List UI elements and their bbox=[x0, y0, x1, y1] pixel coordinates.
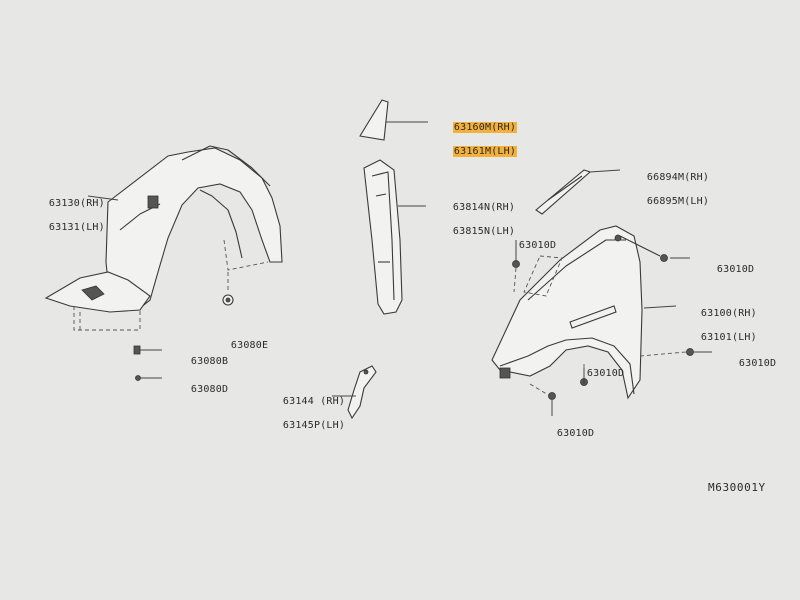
callout-63100: 63100(RH) 63101(LH) bbox=[676, 296, 757, 356]
callout-63144: 63144 (RH) 63145P(LH) bbox=[258, 384, 345, 444]
callout-line-2: 63101(LH) bbox=[700, 332, 757, 343]
callout-line-1: 66894M(RH) bbox=[646, 172, 710, 183]
callout-line-1: 63130(RH) bbox=[48, 198, 105, 209]
callout-line-2: 63131(LH) bbox=[48, 222, 105, 233]
callout-63010D-right-lower: 63010D bbox=[714, 346, 776, 382]
triangle-trim-part bbox=[359, 99, 428, 141]
callout-63010D-right-upper: 63010D bbox=[692, 252, 754, 288]
callout-line-2: 63145P(LH) bbox=[282, 420, 346, 431]
callout-63010D-top: 63010D bbox=[494, 228, 556, 264]
front-fender-part bbox=[491, 225, 712, 416]
callout-line-1: 63010D bbox=[556, 428, 595, 439]
callout-line-1: 63814N(RH) bbox=[452, 202, 516, 213]
callout-line-2: 63161M(LH) bbox=[452, 146, 518, 157]
callout-63814N: 63814N(RH) 63815N(LH) bbox=[428, 190, 515, 250]
fender-seal-part bbox=[363, 159, 426, 315]
callout-line-1: 63100(RH) bbox=[700, 308, 757, 319]
callout-63080B: 63080B bbox=[166, 344, 228, 380]
callout-63080E: 63080E bbox=[206, 328, 268, 364]
callout-line-1: 63080D bbox=[190, 384, 229, 395]
moulding-strip-part bbox=[535, 169, 621, 215]
callout-line-1: 63080B bbox=[190, 356, 229, 367]
callout-line-1: 63010D bbox=[716, 264, 755, 275]
bracket-part bbox=[332, 365, 377, 420]
callout-line-1: 63080E bbox=[230, 340, 269, 351]
callout-line-2: 66895M(LH) bbox=[646, 196, 710, 207]
callout-63080D: 63080D bbox=[166, 372, 228, 408]
callout-line-1: 63010D bbox=[738, 358, 777, 369]
callout-line-1: 63010D bbox=[518, 240, 557, 251]
callout-line-2: 63815N(LH) bbox=[452, 226, 516, 237]
callout-line-1: 63160M(RH) bbox=[452, 122, 518, 133]
diagram-reference-code: M630001Y bbox=[708, 481, 766, 494]
callout-63010D-bottom: 63010D bbox=[532, 416, 594, 452]
callout-63160M: 63160M(RH) 63161M(LH) bbox=[428, 110, 518, 170]
callout-line-1: 63144 (RH) bbox=[282, 396, 346, 407]
callout-63130: 63130(RH) 63131(LH) bbox=[24, 186, 105, 246]
callout-line-1: 63010D bbox=[586, 368, 625, 379]
fender-liner-part bbox=[44, 145, 283, 381]
callout-63010D-center: 63010D bbox=[562, 356, 624, 392]
callout-66894M: 66894M(RH) 66895M(LH) bbox=[622, 160, 709, 220]
